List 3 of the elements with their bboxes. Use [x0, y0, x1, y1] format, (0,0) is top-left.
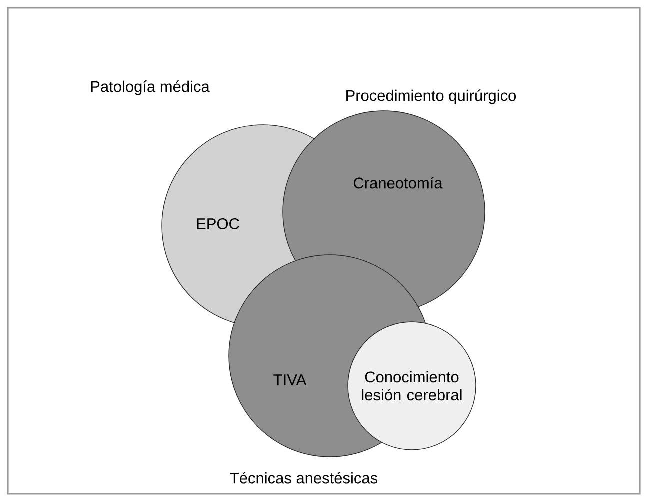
set-label: Patología médica: [91, 80, 210, 96]
set-label: Técnicas anestésicas: [230, 472, 378, 484]
set-label: Procedimiento quirúrgico: [346, 90, 516, 104]
